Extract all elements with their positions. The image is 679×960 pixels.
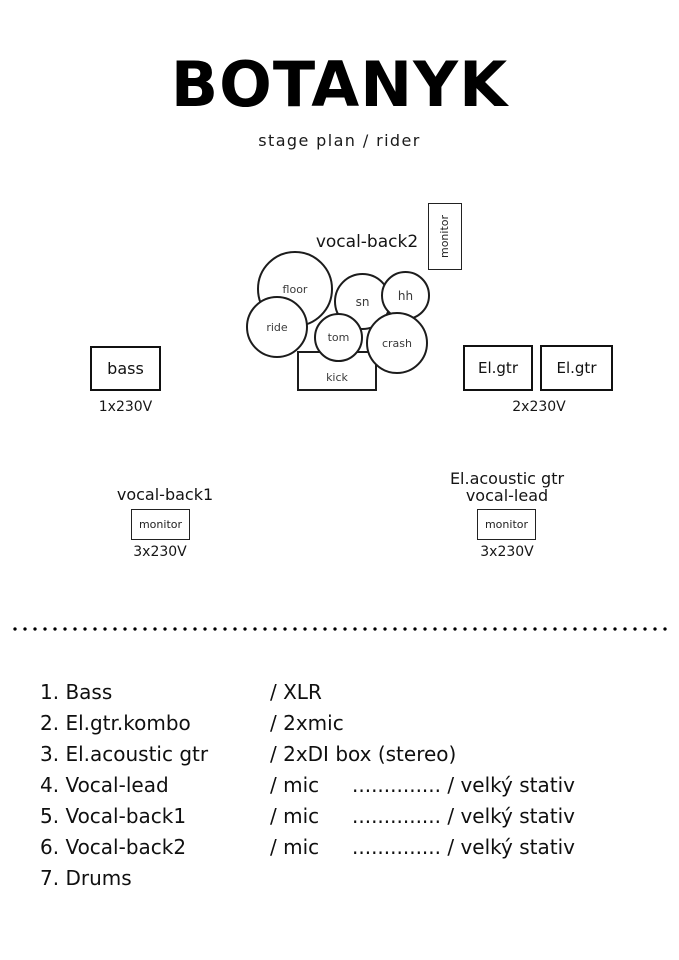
list-item-name: 7. Drums — [40, 865, 132, 890]
monitor-box-vocal-back1: monitor — [131, 509, 190, 540]
list-item-name: 5. Vocal-back1 — [40, 803, 187, 828]
list-item-detail: / XLR — [270, 679, 322, 704]
dotted-divider — [13, 627, 667, 631]
list-item-detail: / 2xmic — [270, 710, 344, 735]
list-item-extra: .............. / velký stativ — [352, 834, 575, 859]
vocal-back1-power-label: 3x230V — [133, 544, 187, 560]
vocal-lead-label: vocal-lead — [465, 486, 549, 505]
list-item: 7. Drums — [40, 862, 650, 893]
page-subtitle: stage plan / rider — [258, 131, 421, 150]
drum-crash: crash — [366, 312, 428, 374]
list-item-detail: / mic — [270, 803, 320, 828]
elgtr-amp-box-1: El.gtr — [463, 345, 533, 391]
band-title: BOTANYK — [170, 48, 509, 121]
list-item-name: 2. El.gtr.kombo — [40, 710, 191, 735]
monitor-box-drums-label: monitor — [438, 214, 452, 259]
list-item-detail: / mic — [270, 772, 320, 797]
list-item: 6. Vocal-back2 / mic .............. / ve… — [40, 831, 650, 862]
list-item: 2. El.gtr.kombo / 2xmic — [40, 707, 650, 738]
list-item-detail: / mic — [270, 834, 320, 859]
list-item-name: 3. El.acoustic gtr — [40, 741, 209, 766]
monitor-box-front: monitor — [477, 509, 536, 540]
elgtr-amp-box-2: El.gtr — [540, 345, 613, 391]
list-item: 4. Vocal-lead / mic .............. / vel… — [40, 769, 650, 800]
list-item: 5. Vocal-back1 / mic .............. / ve… — [40, 800, 650, 831]
drum-ride: ride — [246, 296, 308, 358]
vocal-back1-label: vocal-back1 — [116, 485, 214, 504]
monitor-box-drums: monitor — [428, 203, 462, 270]
bass-amp-box: bass — [90, 346, 161, 391]
input-list: 1. Bass / XLR 2. El.gtr.kombo / 2xmic 3.… — [40, 676, 650, 893]
list-item-detail: / 2xDI box (stereo) — [270, 741, 457, 766]
drum-tom: tom — [314, 313, 363, 362]
list-item-extra: .............. / velký stativ — [352, 803, 575, 828]
drum-hihat: hh — [381, 271, 430, 320]
list-item-name: 4. Vocal-lead — [40, 772, 169, 797]
list-item-name: 1. Bass — [40, 679, 113, 704]
el-acoustic-gtr-label: El.acoustic gtr — [449, 469, 565, 488]
list-item: 1. Bass / XLR — [40, 676, 650, 707]
list-item: 3. El.acoustic gtr / 2xDI box (stereo) — [40, 738, 650, 769]
front-power-label: 3x230V — [480, 544, 534, 560]
elgtr-power-label: 2x230V — [512, 399, 566, 415]
bass-power-label: 1x230V — [98, 399, 153, 415]
list-item-name: 6. Vocal-back2 — [40, 834, 187, 859]
list-item-extra: .............. / velký stativ — [352, 772, 575, 797]
vocal-back2-label: vocal-back2 — [315, 232, 419, 252]
